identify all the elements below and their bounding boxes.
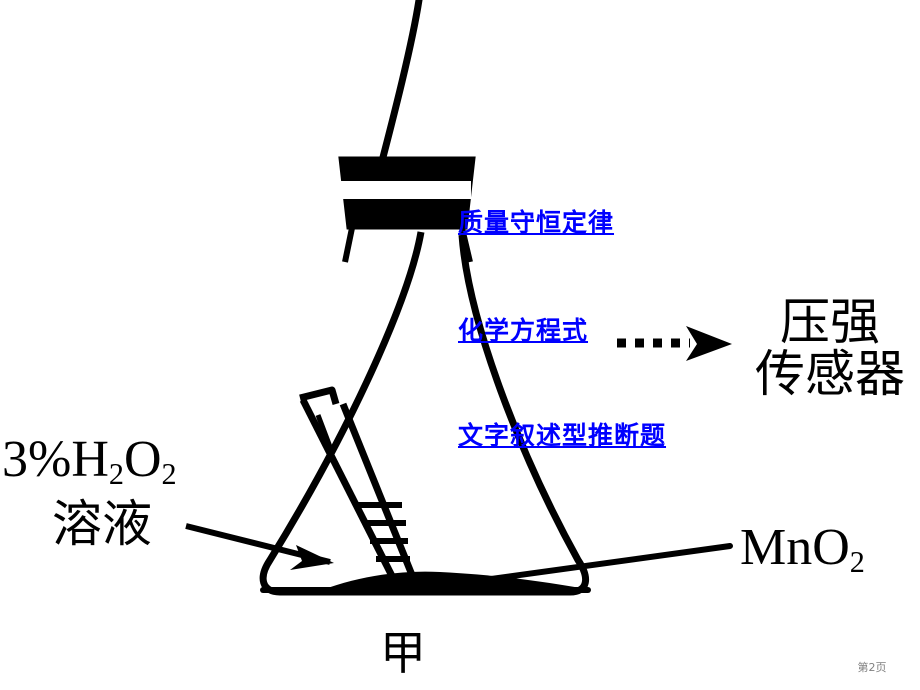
catalyst-label: MnO2 bbox=[740, 519, 865, 577]
reagent-formula-subscript-2: 2 bbox=[161, 456, 177, 491]
pressure-sensor-label: 压强 传感器 bbox=[740, 296, 920, 400]
reagent-solution-word: 溶液 bbox=[52, 495, 152, 553]
hyperlink-conservation-of-mass[interactable]: 质量守恒定律 bbox=[458, 208, 615, 237]
reagent-leader-arrowhead bbox=[290, 545, 334, 570]
reagent-formula-prefix: 3%H bbox=[2, 431, 109, 488]
reagent-label: 3%H2O2 溶液 bbox=[2, 432, 242, 553]
sensor-dotted-arrow bbox=[617, 326, 732, 361]
flask-designation-label: 甲 bbox=[380, 626, 426, 680]
stopper-white-band bbox=[341, 181, 471, 199]
gas-flow-indicator bbox=[315, 414, 335, 455]
reagent-formula: 3%H2O2 bbox=[2, 432, 242, 494]
pressure-sensor-label-line1: 压强 bbox=[780, 293, 880, 351]
manganese-dioxide-powder bbox=[322, 571, 586, 590]
page-number-footer: 第2页 bbox=[857, 661, 887, 674]
hyperlink-text-inference-problem[interactable]: 文字叙述型推断题 bbox=[458, 421, 667, 450]
pressure-sensor-label-line2: 传感器 bbox=[755, 345, 905, 403]
flask-neck-left bbox=[342, 227, 355, 263]
catalyst-leader-line bbox=[459, 543, 733, 586]
delivery-tube bbox=[377, 0, 423, 169]
reagent-formula-subscript-1: 2 bbox=[108, 456, 124, 491]
catalyst-formula-subscript: 2 bbox=[849, 544, 865, 579]
inner-tube-mouth bbox=[299, 386, 340, 405]
inner-tube-right-wall bbox=[339, 402, 416, 577]
reagent-formula-oxygen: O bbox=[123, 431, 162, 488]
inner-tube-left-wall bbox=[299, 398, 397, 580]
catalyst-formula-prefix: MnO bbox=[740, 519, 850, 576]
hyperlink-chemical-equation[interactable]: 化学方程式 bbox=[458, 316, 589, 345]
